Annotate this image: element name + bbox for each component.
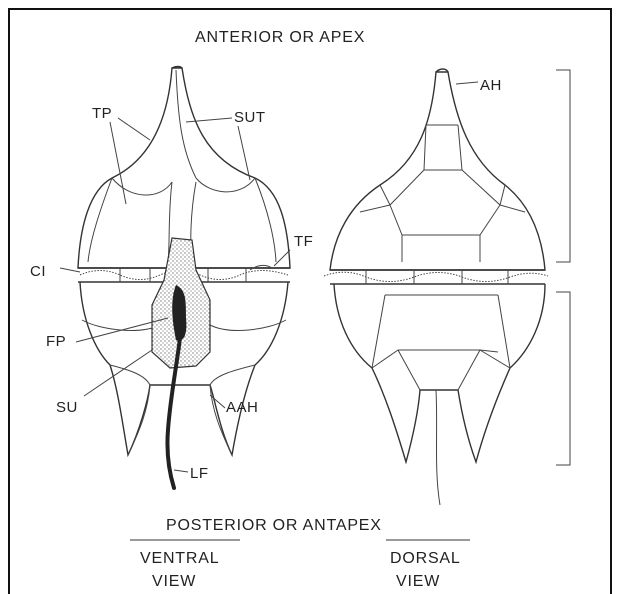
ventral-caption-line2: VIEW: [152, 573, 196, 590]
caption-top: ANTERIOR OR APEX: [195, 29, 365, 46]
dorsal-caption-line1: DORSAL: [390, 550, 461, 567]
ventral-cell: [78, 67, 290, 489]
label-su: SU: [56, 399, 78, 416]
dorsal-cell: [324, 69, 548, 505]
label-ah: AH: [480, 77, 502, 94]
label-fp: FP: [46, 333, 66, 350]
label-aah: AAH: [226, 399, 258, 416]
ventral-caption-line1: VENTRAL: [140, 550, 219, 567]
dorsal-caption-line2: VIEW: [396, 573, 440, 590]
label-lf: LF: [190, 465, 209, 482]
caption-bottom: POSTERIOR OR ANTAPEX: [166, 517, 382, 534]
label-ci: CI: [30, 263, 46, 280]
label-tp: TP: [92, 105, 112, 122]
label-sut: SUT: [234, 109, 266, 126]
dorsal-brackets: [456, 70, 570, 465]
label-tf: TF: [294, 233, 313, 250]
